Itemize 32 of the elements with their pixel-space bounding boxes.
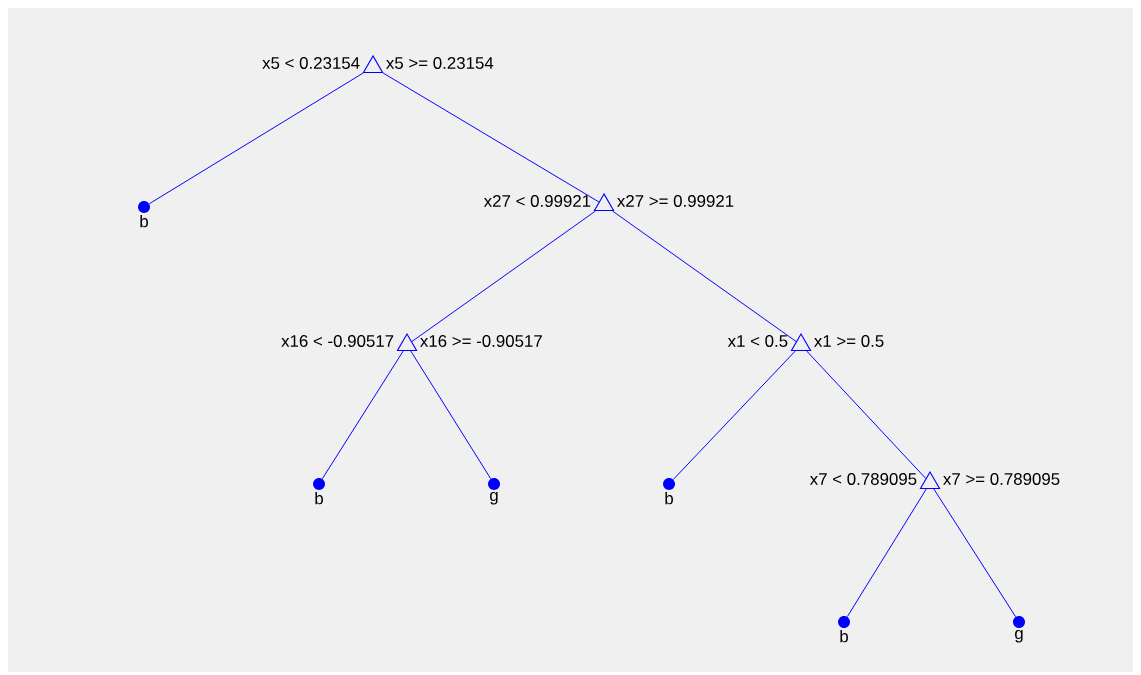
branch-line (410, 350, 492, 480)
class-label: b (315, 492, 323, 505)
leaf-marker (663, 478, 675, 490)
leaf-marker (138, 201, 150, 213)
class-label: b (840, 630, 848, 643)
split-label: x1 >= 0.5 (814, 335, 884, 347)
branch-line (933, 488, 1017, 618)
leaf-marker (838, 616, 850, 628)
split-label: x27 >= 0.99921 (617, 195, 734, 207)
split-label: x1 < 0.5 (727, 335, 788, 347)
branch-line (411, 210, 596, 342)
split-label: x16 >= -0.90517 (420, 335, 542, 347)
split-label: x5 < 0.23154 (262, 57, 360, 69)
class-label: g (490, 491, 498, 505)
branch-line (612, 210, 797, 342)
class-label: b (665, 492, 673, 505)
branch-line (672, 350, 796, 480)
class-label: g (1015, 629, 1023, 643)
leaf-marker (488, 478, 500, 490)
leaf-marker (1013, 616, 1025, 628)
leaf-marker (313, 478, 325, 490)
branch-line (806, 350, 927, 479)
branch-line (846, 488, 927, 618)
class-label: b (140, 214, 148, 228)
split-label: x7 < 0.789095 (809, 473, 917, 485)
branch-line (382, 72, 600, 203)
branch-line (321, 350, 404, 480)
split-label: x5 >= 0.23154 (386, 57, 494, 69)
branch-line (148, 72, 364, 205)
split-label: x27 < 0.99921 (483, 195, 591, 207)
split-label: x16 < -0.90517 (281, 335, 394, 347)
split-label: x7 >= 0.789095 (943, 473, 1060, 485)
